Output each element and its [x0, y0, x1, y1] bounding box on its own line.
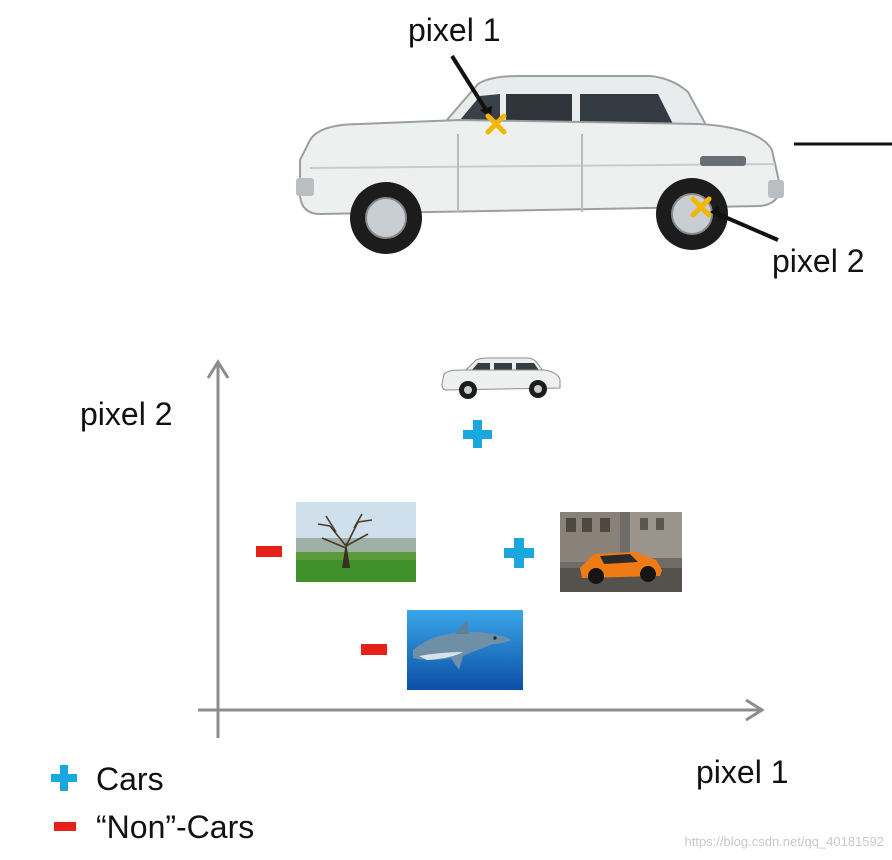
dolphin-minus-sign — [361, 644, 387, 656]
pixel-1-marker — [485, 113, 507, 135]
car-plus-sign — [461, 418, 493, 450]
pixel-2-callout: pixel 2 — [772, 243, 865, 279]
legend-minus-icon — [54, 822, 76, 832]
y-axis-label: pixel 2 — [80, 396, 173, 432]
pixel-1-callout: pixel 1 — [408, 12, 501, 48]
car-thumbnail-image — [440, 352, 564, 402]
dolphin-thumbnail-image — [407, 610, 523, 690]
sportscar-thumbnail-image — [560, 512, 682, 592]
watermark: https://blog.csdn.net/qq_40181592 — [684, 834, 885, 849]
legend-noncars-label: “Non”-Cars — [96, 809, 255, 845]
feature-plot-axes — [0, 350, 892, 750]
legend-plus-icon — [50, 764, 78, 792]
tree-thumbnail-image — [296, 502, 416, 582]
pixel-2-marker — [690, 196, 712, 218]
tree-minus-sign — [256, 546, 282, 558]
legend-cars-label: Cars — [96, 761, 164, 797]
sportscar-plus-sign — [502, 536, 536, 570]
x-axis-label: pixel 1 — [696, 754, 789, 790]
